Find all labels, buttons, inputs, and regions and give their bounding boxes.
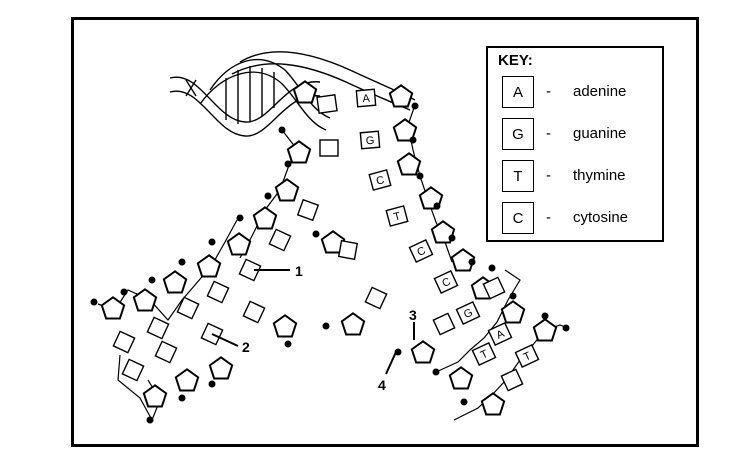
sugar-pentagon <box>286 140 312 164</box>
base-box <box>482 276 506 300</box>
key-row-guanine: G - guanine <box>502 118 662 152</box>
base-box <box>154 340 178 364</box>
key-dash: - <box>546 167 551 184</box>
base-box <box>296 198 320 222</box>
base-label-c: C <box>375 174 386 188</box>
base-box <box>238 258 262 282</box>
key-box-t: T <box>502 160 534 192</box>
base-label-t: T <box>479 348 490 362</box>
key-title: KEY: <box>498 52 533 69</box>
base-label-g: G <box>365 135 375 148</box>
key-name-cytosine: cytosine <box>573 209 629 226</box>
labeled-bases: A G C T C C G T <box>355 88 540 368</box>
key-name-adenine: adenine <box>573 83 627 100</box>
callout-4: 4 <box>378 377 386 393</box>
sugar-pentagon <box>142 384 168 408</box>
base-box <box>500 368 524 392</box>
phosphates <box>90 102 570 424</box>
sugar-pentagon <box>162 270 188 294</box>
key-row-cytosine: C - cytosine <box>502 202 662 236</box>
sugar-pentagon <box>174 368 200 392</box>
base-box <box>432 312 456 336</box>
sugar-pentagon <box>272 314 298 338</box>
callout-1: 1 <box>295 263 303 279</box>
sugar-pentagon <box>410 340 436 364</box>
sugar-pentagon <box>480 392 506 416</box>
base-box <box>316 94 338 114</box>
base-box <box>206 280 230 304</box>
sugar-pentagon <box>226 232 252 256</box>
sugar-pentagon <box>274 178 300 202</box>
base-box <box>176 296 200 320</box>
base-box <box>121 358 145 382</box>
sugar-pentagon <box>388 84 414 108</box>
callout-2: 2 <box>242 339 250 355</box>
base-box <box>319 139 339 157</box>
unlabeled-bases <box>112 94 524 392</box>
sugar-pentagon <box>252 206 278 230</box>
sugar-pentagon <box>340 312 366 336</box>
sugar-pentagon <box>396 152 422 176</box>
base-label-t: T <box>392 210 402 223</box>
key-name-guanine: guanine <box>573 125 627 142</box>
sugar-pentagon <box>448 366 474 390</box>
sugar-pentagon <box>532 318 558 342</box>
key-box-c: C <box>502 202 534 234</box>
base-box <box>112 330 136 354</box>
key-name-thymine: thymine <box>573 167 626 184</box>
double-helix <box>169 51 416 137</box>
base-label-a: A <box>362 93 371 106</box>
base-label-t: T <box>522 350 533 364</box>
sugar-pentagon <box>208 356 234 380</box>
callouts <box>211 269 415 375</box>
base-box <box>242 300 266 324</box>
key-box-a: A <box>502 76 534 108</box>
key-row-adenine: A - adenine <box>502 76 662 110</box>
key-legend: KEY: A - adenine G - guanine T - thymine… <box>486 46 664 242</box>
key-dash: - <box>546 209 551 226</box>
base-box <box>364 286 388 310</box>
base-box <box>337 239 359 261</box>
key-row-thymine: T - thymine <box>502 160 662 194</box>
key-dash: - <box>546 125 551 142</box>
key-box-g: G <box>502 118 534 150</box>
sugar-pentagon <box>132 288 158 312</box>
base-box <box>268 228 292 252</box>
key-dash: - <box>546 83 551 100</box>
callout-3: 3 <box>409 307 417 323</box>
base-box <box>146 316 170 340</box>
sugar-pentagon <box>196 254 222 278</box>
